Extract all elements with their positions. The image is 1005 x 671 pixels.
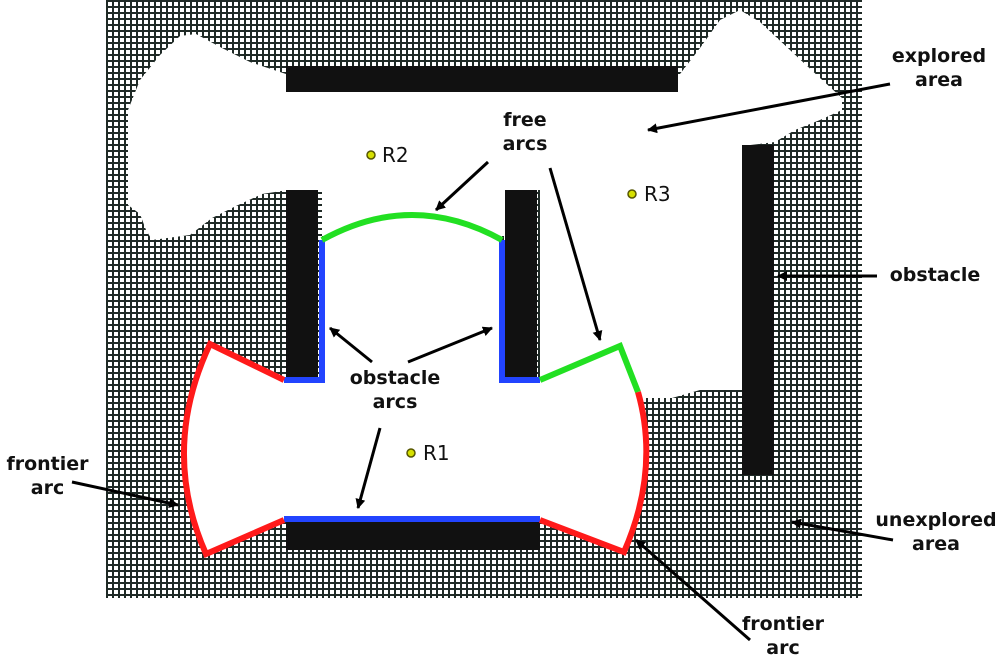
- explored-region-upper: [128, 10, 842, 398]
- label-obstacle-arcs: obstacle arcs: [349, 367, 441, 413]
- frontier-arc-right: [538, 391, 650, 556]
- arrow-frontier-arc-bottom: [635, 538, 751, 642]
- arrow-frontier-arc-left: [71, 480, 179, 508]
- label-obstacle: obstacle: [889, 264, 981, 286]
- robot-r2-marker: [366, 150, 376, 160]
- obstacle-right-wall: [742, 145, 774, 475]
- obstacle-arc-mid: [499, 240, 540, 383]
- free-arc-top: [320, 212, 504, 243]
- label-explored-area: explored area: [891, 45, 987, 91]
- arrow-obstacle-arc-mid: [407, 326, 493, 364]
- label-free-arcs: free arcs: [502, 109, 548, 155]
- obstacle-mid-post: [505, 190, 537, 380]
- label-frontier-arc-bottom: frontier arc: [741, 613, 825, 659]
- robot-r3-label: R3: [644, 182, 671, 206]
- arrow-obstacle-arc-left: [329, 326, 373, 364]
- robot-r2-label: R2: [382, 143, 409, 167]
- obstacle-top: [286, 66, 678, 92]
- label-unexplored-area: unexplored area: [875, 509, 997, 555]
- robot-r1-marker: [406, 448, 416, 458]
- obstacle-bottom: [286, 520, 540, 550]
- free-arc-right: [538, 342, 641, 394]
- arrow-obstacle-arc-bottom: [355, 427, 382, 509]
- arrow-explored-area: [647, 82, 891, 134]
- label-frontier-arc-left: frontier arc: [6, 453, 89, 499]
- arrow-free-arc-right: [548, 167, 603, 341]
- obstacle-arc-left: [284, 240, 325, 383]
- robot-r3-marker: [627, 189, 637, 199]
- robot-r1-label: R1: [423, 441, 450, 465]
- arrow-free-arc-top: [434, 160, 490, 212]
- explored-region-hull: [183, 220, 647, 554]
- arrow-unexplored-area: [791, 518, 894, 542]
- obstacle-left-post: [286, 190, 318, 380]
- frontier-arc-left: [180, 339, 286, 558]
